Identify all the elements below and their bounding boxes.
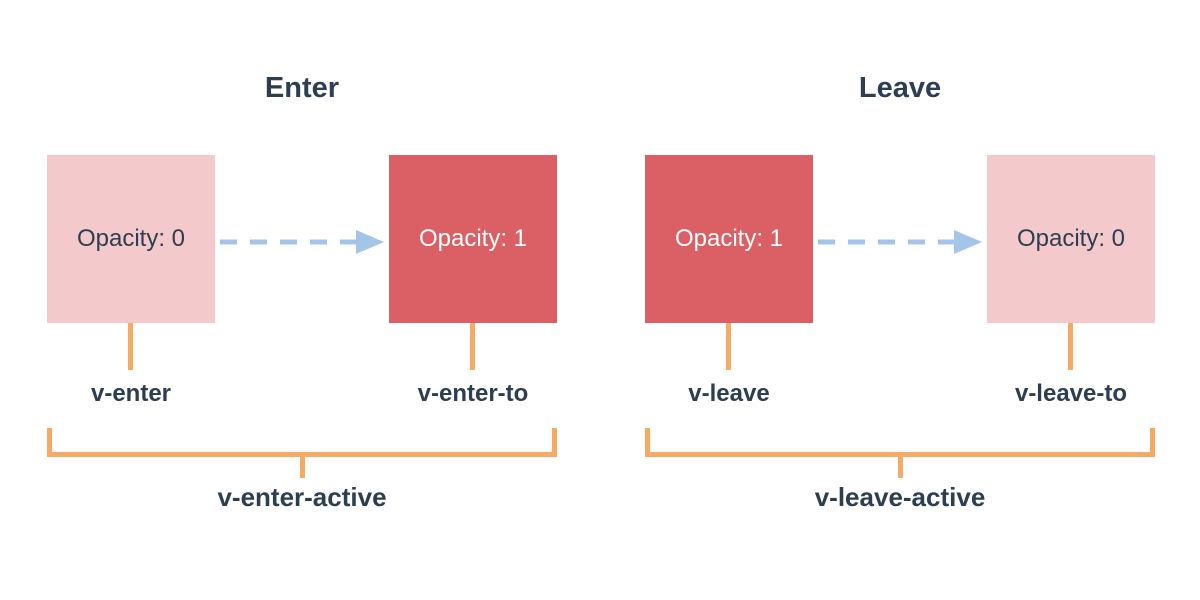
- leave-from-state-box: Opacity: 1: [645, 155, 813, 323]
- leave-to-class-label: v-leave-to: [1014, 380, 1128, 407]
- enter-bracket-bar: [47, 452, 557, 457]
- enter-to-connector-line: [470, 323, 475, 370]
- panel-enter: Enter Opacity: 0 Opacity: 1 v-enter v-en…: [47, 70, 557, 540]
- enter-to-box-label: Opacity: 1: [418, 225, 528, 252]
- panel-enter-title: Enter: [264, 72, 340, 104]
- leave-from-class-label: v-leave: [688, 380, 770, 407]
- leave-bracket-bar: [645, 452, 1155, 457]
- leave-active-class-label: v-leave-active: [814, 482, 986, 512]
- leave-from-connector-line: [726, 323, 731, 370]
- enter-from-class-label: v-enter: [90, 380, 172, 407]
- enter-bracket-tick: [300, 457, 305, 478]
- leave-to-box-label: Opacity: 0: [1016, 225, 1126, 252]
- dashed-arrow-right-icon: [220, 230, 384, 254]
- leave-bracket-left-end: [645, 428, 650, 457]
- enter-to-state-box: Opacity: 1: [389, 155, 557, 323]
- leave-to-state-box: Opacity: 0: [987, 155, 1155, 323]
- enter-to-class-label: v-enter-to: [417, 380, 529, 407]
- leave-bracket-tick: [898, 457, 903, 478]
- enter-from-connector-line: [128, 323, 133, 370]
- enter-from-state-box: Opacity: 0: [47, 155, 215, 323]
- panel-leave: Leave Opacity: 1 Opacity: 0 v-leave v-le…: [645, 70, 1155, 540]
- leave-bracket-right-end: [1150, 428, 1155, 457]
- leave-to-connector-line: [1068, 323, 1073, 370]
- enter-active-class-label: v-enter-active: [217, 482, 387, 512]
- enter-bracket-right-end: [552, 428, 557, 457]
- enter-bracket-left-end: [47, 428, 52, 457]
- enter-from-box-label: Opacity: 0: [76, 225, 186, 252]
- dashed-arrow-right-icon: [818, 230, 982, 254]
- leave-from-box-label: Opacity: 1: [674, 225, 784, 252]
- panel-leave-title: Leave: [858, 72, 942, 104]
